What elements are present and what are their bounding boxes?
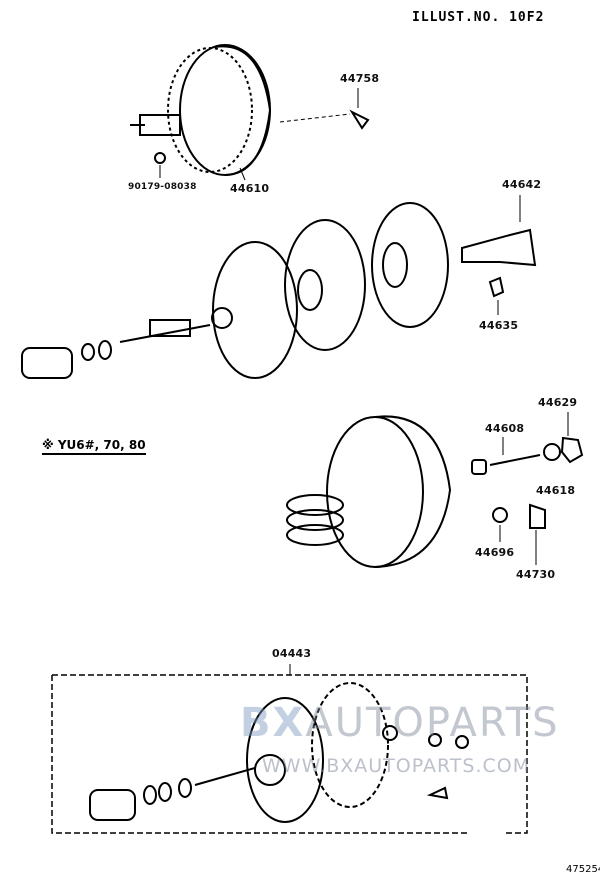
part-label-44608: 44608 (485, 422, 525, 435)
part-label-44610: 44610 (230, 182, 270, 195)
part-label-44618: 44618 (536, 484, 576, 497)
watermark-brand: BXAUTOPARTS (240, 700, 560, 746)
model-applicability-note: ※ YU6#, 70, 80 (42, 438, 146, 455)
booster-shells (211, 195, 537, 379)
part-label-44629: 44629 (538, 396, 578, 409)
rear-shell-44 (286, 412, 584, 568)
part-label-44696: 44696 (475, 546, 515, 559)
watermark-brand-rest: AUTOPARTS (305, 700, 560, 746)
part-label-44635: 44635 (479, 319, 519, 332)
part-label-44730: 44730 (516, 568, 556, 581)
part-label-44758: 44758 (340, 72, 380, 85)
part-label-04443: 04443 (272, 647, 312, 660)
image-code: 475254 (566, 864, 600, 875)
watermark-url: WWW.BXAUTOPARTS.COM (262, 755, 531, 777)
brake-booster-assembly (130, 44, 272, 181)
watermark-brand-bold: BX (240, 700, 306, 746)
clip-44758 (279, 88, 370, 130)
illustration-number: ILLUST.NO. 10F2 (412, 10, 545, 25)
kit-bracket-04443 (51, 664, 528, 834)
part-label-90179-08038: 90179-08038 (128, 182, 197, 192)
push-rod-parts (21, 319, 211, 379)
part-label-44642: 44642 (502, 178, 542, 191)
